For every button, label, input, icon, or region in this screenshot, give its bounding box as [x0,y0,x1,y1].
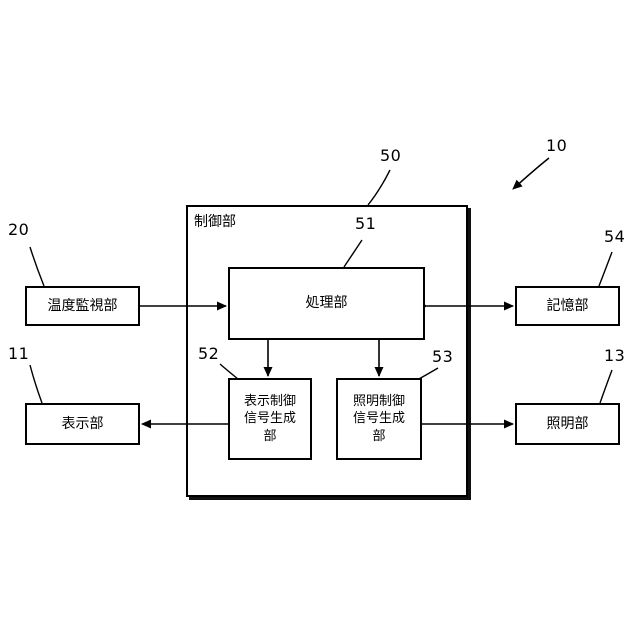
leader-ref-13 [599,369,613,404]
display-unit-box: 表示部 [25,403,140,445]
ref-number-53: 53 [432,347,454,366]
ref-number-13: 13 [604,346,626,365]
ref-number-52: 52 [198,344,220,363]
illumination-unit-label: 照明部 [546,415,589,432]
processing-unit-box: 処理部 [228,267,425,340]
display-signal-generator-box: 表示制御 信号生成 部 [228,378,312,460]
processing-unit-label: 処理部 [305,295,348,312]
temperature-monitor-label: 温度監視部 [47,297,118,314]
leader-ref-52 [219,363,239,380]
display-unit-label: 表示部 [61,415,104,432]
controller-label: 制御部 [194,214,236,230]
leader-arrow-ref-10 [512,157,550,190]
leader-ref-20 [29,246,45,287]
leader-ref-51 [343,239,363,268]
ref-number-50: 50 [380,146,402,165]
display-signal-generator-label: 表示制御 信号生成 部 [243,393,296,444]
ref-number-11: 11 [8,344,30,363]
leader-ref-54 [598,251,613,287]
leader-ref-11 [29,364,43,404]
ref-number-20: 20 [8,220,30,239]
illumination-signal-generator-box: 照明制御 信号生成 部 [336,378,422,460]
temperature-monitor-box: 温度監視部 [25,286,140,326]
ref-number-10: 10 [546,136,568,155]
ref-number-54: 54 [604,227,626,246]
storage-unit-box: 記憶部 [515,286,620,326]
leader-ref-50 [367,169,391,206]
illumination-unit-box: 照明部 [515,403,620,445]
storage-unit-label: 記憶部 [546,297,589,314]
ref-number-51: 51 [355,214,377,233]
illumination-signal-generator-label: 照明制御 信号生成 部 [352,393,405,444]
